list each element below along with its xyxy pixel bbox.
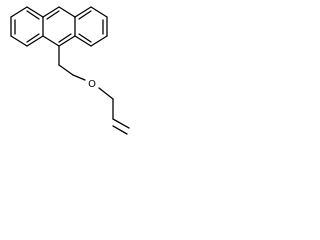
bond [26, 35, 44, 47]
bond [58, 6, 76, 18]
bond-double-inner [26, 33, 40, 43]
bond [72, 74, 86, 81]
bond [26, 6, 44, 18]
bond [74, 6, 92, 18]
bond [74, 35, 92, 47]
bond [10, 6, 28, 18]
anthracene-core [10, 6, 108, 47]
bond [98, 87, 114, 100]
bond [58, 64, 74, 76]
bond [90, 6, 108, 18]
bond [42, 6, 60, 18]
bond-double-inner [78, 33, 92, 43]
bond [112, 118, 130, 129]
bond-double-inner [112, 125, 128, 135]
bond [10, 35, 28, 47]
bond-double-inner [46, 10, 60, 20]
bond [42, 35, 60, 47]
oxygen-atom-label: O [88, 79, 96, 90]
bond-double-inner [26, 10, 40, 20]
bond [90, 35, 108, 47]
allyloxymethyl-chain [58, 45, 130, 135]
bond-double-inner [78, 10, 92, 20]
bond-double-inner [58, 33, 72, 43]
bond [58, 35, 76, 47]
molecule-canvas: O [0, 0, 150, 150]
molecule-structure: O [10, 6, 130, 135]
